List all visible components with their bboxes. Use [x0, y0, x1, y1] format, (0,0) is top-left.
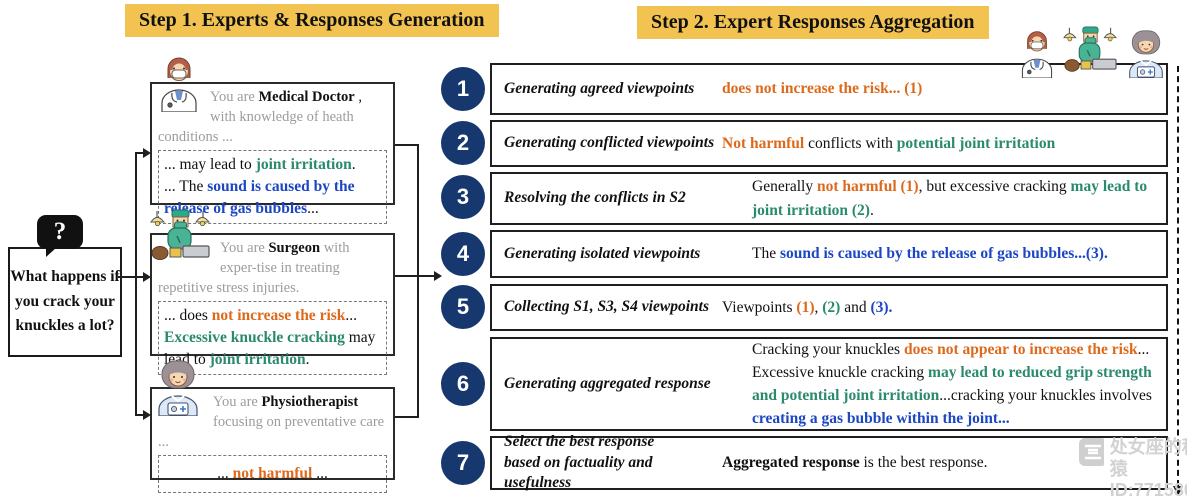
step-row-5: Collecting S1, S3, S4 viewpoints Viewpoi… — [490, 284, 1168, 331]
physiotherapist-icon — [1126, 30, 1166, 78]
watermark-line1: 处女座的程序猿 — [1109, 437, 1187, 479]
step-label-4: Generating isolated viewpoints — [504, 244, 701, 262]
surgeon-icon — [1062, 26, 1118, 78]
physio-out-line — [395, 416, 419, 418]
physiotherapist-icon — [155, 360, 201, 416]
step2-title: Step 2. Expert Responses Aggregation — [637, 6, 989, 39]
merged-arrow-line — [395, 275, 435, 277]
expert-box-medical-doctor: You are Medical Doctor , with knowledge … — [150, 82, 395, 224]
step-circle-7: 7 — [441, 441, 485, 485]
expert-prompt-surgeon: You are Surgeon with exper-tise in treat… — [158, 240, 350, 296]
step-value-2: Not harmful conflicts with potential joi… — [722, 134, 1056, 152]
expert-response-medical-doctor: ... may lead to joint irritation. ... Th… — [158, 150, 387, 224]
step-circle-4: 4 — [441, 232, 485, 276]
surgeon-icon — [149, 209, 211, 267]
step-circle-3: 3 — [441, 175, 485, 219]
step-value-5: Viewpoints (1), (2) and (3). — [722, 298, 893, 316]
step-label-7: Select the best response based on factua… — [504, 432, 655, 492]
question-mark-icon: ? — [37, 215, 83, 257]
step-circle-2: 2 — [441, 121, 485, 165]
step-value-3: Generally not harmful (1), but excessive… — [752, 178, 1148, 219]
expert-prompt-medical-doctor: You are Medical Doctor , with knowledge … — [158, 89, 362, 145]
arrow-to-surgeon — [135, 276, 144, 278]
step1-title: Step 1. Experts & Responses Generation — [125, 4, 499, 37]
doctor-out-line — [395, 144, 419, 146]
medical-doctor-icon — [157, 56, 201, 112]
step-label-5: Collecting S1, S3, S4 viewpoints — [504, 298, 709, 316]
step-value-4: The sound is caused by the release of ga… — [752, 245, 1108, 263]
question-out-line — [118, 276, 137, 278]
step-circle-5: 5 — [441, 285, 485, 329]
fanin-vertical-line — [417, 144, 419, 418]
flow-dashed-line — [1177, 66, 1179, 486]
arrowhead-surgeon — [143, 272, 151, 282]
expert-response-surgeon: ... does not increase the risk... Excess… — [158, 301, 387, 375]
step-label-1: Generating agreed viewpoints — [504, 79, 695, 97]
question-box: What happens if you crack your knuckles … — [8, 247, 122, 357]
step-value-7: Aggregated response is the best response… — [722, 454, 988, 472]
arrow-to-physio — [135, 414, 144, 416]
step-value-6: Cracking your knuckles does not appear t… — [752, 340, 1152, 428]
step-circle-6: 6 — [441, 362, 485, 406]
arrowhead-step2 — [434, 271, 442, 281]
step-label-6: Generating aggregated response — [504, 374, 711, 392]
watermark-logo — [1079, 438, 1104, 466]
watermark: 处女座的程序猿 ID:77158047 — [1078, 437, 1187, 500]
step-row-2: Generating conflicted viewpoints Not har… — [490, 120, 1168, 167]
expert-response-physiotherapist: ... not harmful ... — [158, 455, 387, 493]
step-row-7: Select the best response based on factua… — [490, 433, 1168, 491]
step-row-3: Resolving the conflicts in S2 Generally … — [490, 172, 1168, 225]
step-value-1: does not increase the risk... (1) — [722, 80, 923, 98]
arrowhead-doctor — [143, 148, 151, 158]
step-row-4: Generating isolated viewpoints The sound… — [490, 230, 1168, 278]
flow-arrowhead-down — [1173, 486, 1183, 496]
arrow-to-doctor — [135, 152, 144, 154]
step-label-2: Generating conflicted viewpoints — [504, 134, 715, 152]
step-row-6: Generating aggregated response Cracking … — [490, 337, 1168, 431]
step-label-3: Resolving the conflicts in S2 — [504, 189, 686, 207]
medical-doctor-icon — [1018, 30, 1056, 78]
expert-prompt-physiotherapist: You are Physiotherapist focusing on prev… — [158, 394, 385, 450]
watermark-line2: ID:77158047 — [1109, 480, 1187, 500]
arrowhead-physio — [143, 410, 151, 420]
step-circle-1: 1 — [441, 67, 485, 111]
step-row-1: Generating agreed viewpoints does not in… — [490, 63, 1168, 115]
fanout-vertical-line — [135, 152, 137, 416]
